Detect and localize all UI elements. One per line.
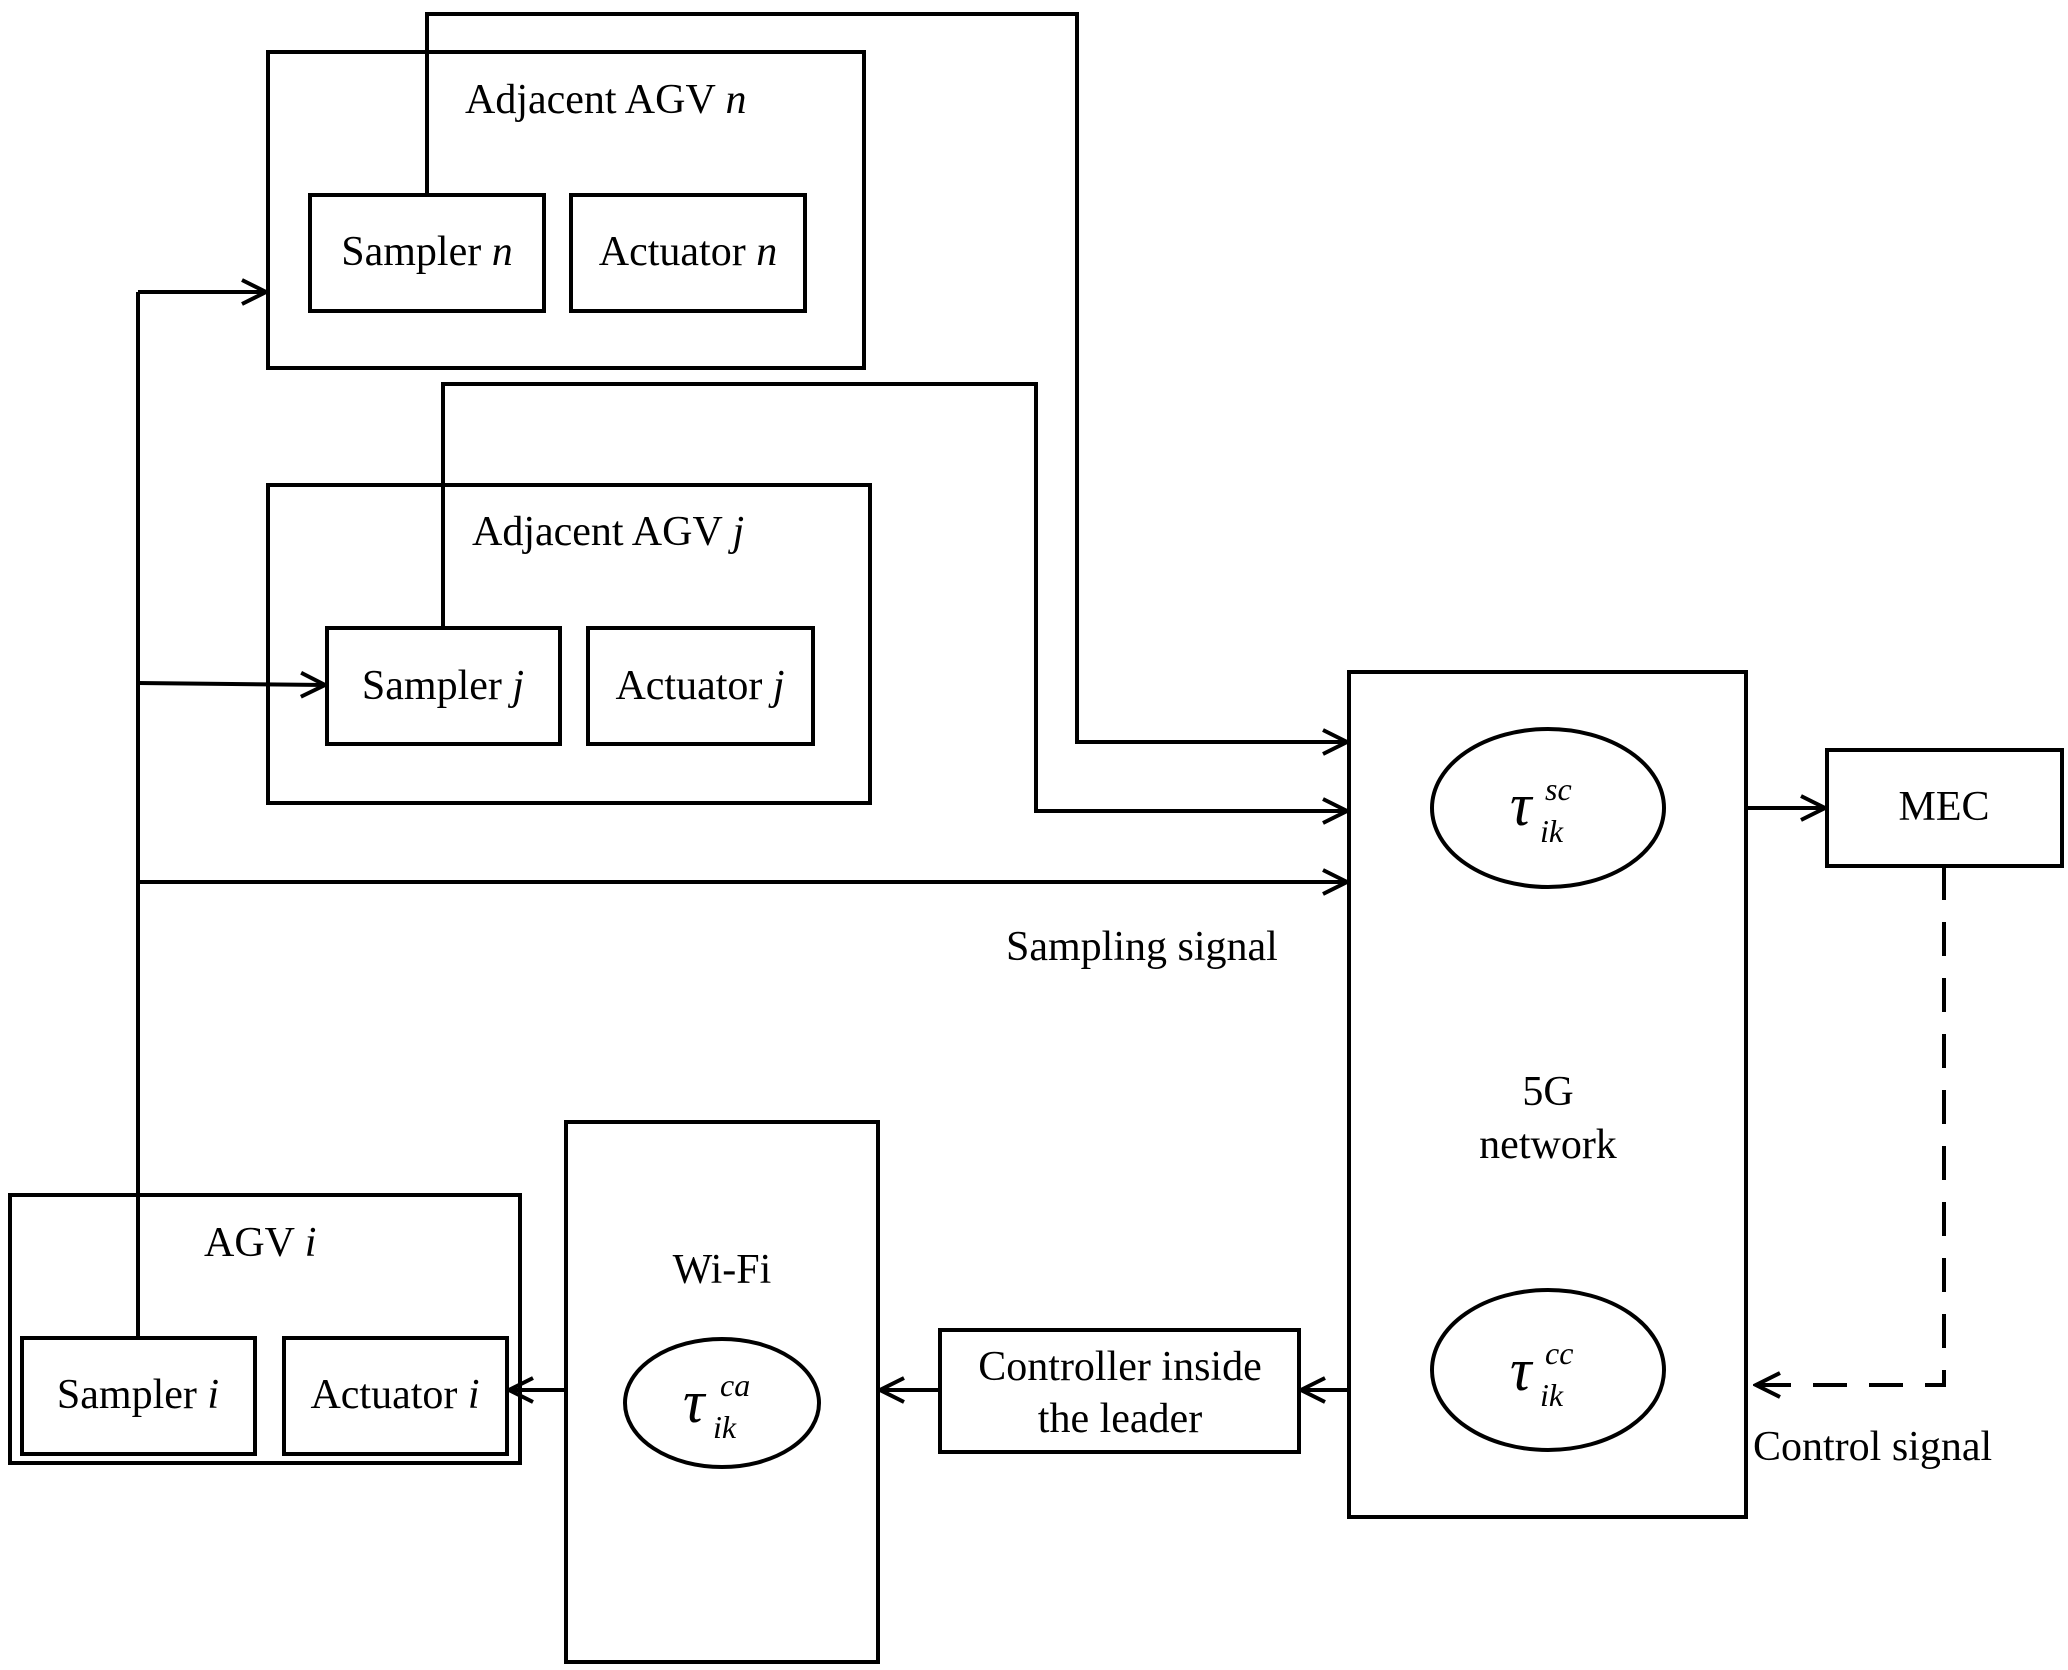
actuator-n-label: Actuator n <box>599 229 777 275</box>
tau-cc-sup: cc <box>1545 1335 1573 1371</box>
tau-cc: τ <box>1510 1337 1534 1403</box>
adjacent-agv-j: Adjacent AGV j Sampler j Actuator j <box>266 483 872 805</box>
delay-sc-ellipse <box>1430 727 1666 889</box>
delay-ca-symbol: τ ca ik <box>683 1367 750 1445</box>
tau-ca-sub: ik <box>713 1409 737 1445</box>
mec-block: MEC <box>1825 748 2064 868</box>
actuator-j-box <box>586 626 815 746</box>
agv-i-title: AGV i <box>204 1220 316 1266</box>
tau-ca-sup: ca <box>720 1367 750 1403</box>
connections <box>136 12 1946 1390</box>
delay-ca-ellipse <box>623 1337 821 1469</box>
actuator-i-box <box>282 1336 509 1456</box>
5g-label-line1: 5G <box>1522 1069 1573 1115</box>
delay-cc-ellipse <box>1430 1288 1666 1452</box>
tau-sc-sub: ik <box>1540 813 1564 849</box>
sampler-i-box <box>20 1336 257 1456</box>
actuator-j-label: Actuator j <box>615 663 784 709</box>
delay-cc-symbol: τ cc ik <box>1510 1335 1573 1413</box>
sampler-j-box <box>325 626 562 746</box>
tau-ca: τ <box>683 1369 707 1435</box>
5g-label-line2: network <box>1479 1122 1617 1168</box>
sampler-i-label: Sampler i <box>57 1372 219 1418</box>
agv-j-title: Adjacent AGV j <box>472 509 744 555</box>
agv-i: AGV i Sampler i Actuator i <box>8 1193 522 1465</box>
mec-frame <box>1825 748 2064 868</box>
controller-frame <box>938 1328 1301 1454</box>
controller-line1: Controller inside <box>978 1344 1261 1390</box>
sampling-signal-label: Sampling signal <box>1006 924 1278 970</box>
sampler-n-label: Sampler n <box>341 229 512 275</box>
sampler-j-label: Sampler j <box>362 663 524 709</box>
mec-label: MEC <box>1898 784 1989 830</box>
wifi-block: Wi-Fi τ ca ik <box>564 1120 880 1664</box>
sampler-n-box <box>308 193 546 313</box>
agv-n-title: Adjacent AGV n <box>465 77 747 123</box>
tau-sc: τ <box>1510 772 1534 838</box>
actuator-n-box <box>569 193 807 313</box>
controller-line2: the leader <box>1038 1396 1202 1442</box>
arrow-sampler-n-to-5g <box>425 12 1347 742</box>
delay-sc-symbol: τ sc ik <box>1510 771 1572 849</box>
tau-sc-sup: sc <box>1545 771 1572 807</box>
adjacent-agv-n: Adjacent AGV n Sampler n Actuator n <box>266 50 866 370</box>
actuator-i-label: Actuator i <box>310 1372 479 1418</box>
5g-network-block: τ sc ik 5G network τ cc ik <box>1347 670 1748 1519</box>
control-signal-label: Control signal <box>1753 1424 1992 1470</box>
tau-cc-sub: ik <box>1540 1377 1564 1413</box>
wifi-label: Wi-Fi <box>673 1247 772 1293</box>
arrow-to-sampler-j <box>137 683 325 685</box>
arrow-mec-control <box>1756 866 1946 1385</box>
arrow-sampler-j-to-5g <box>441 382 1347 811</box>
controller-block: Controller inside the leader <box>938 1328 1301 1454</box>
